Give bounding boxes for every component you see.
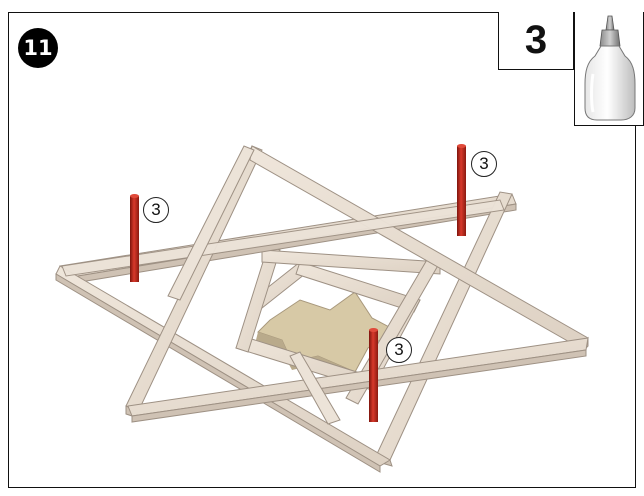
dowel-right (457, 144, 466, 236)
dowel-left (130, 194, 139, 282)
step-number-badge: 11 (18, 28, 58, 68)
glue-count: 3 (524, 18, 548, 62)
glue-box (574, 12, 644, 126)
dowel-quantity-label-center: 3 (386, 337, 412, 363)
dowel-quantity-label-right: 3 (471, 151, 497, 177)
dowel-center (369, 328, 378, 422)
glue-bottle-icon (584, 15, 636, 121)
step-frame (8, 12, 636, 488)
glue-count-box: 3 (498, 12, 574, 70)
star-beam-triangle-b (125, 145, 589, 423)
star-beam-overlays (61, 145, 505, 425)
dowel-quantity-label-left: 3 (143, 197, 169, 223)
